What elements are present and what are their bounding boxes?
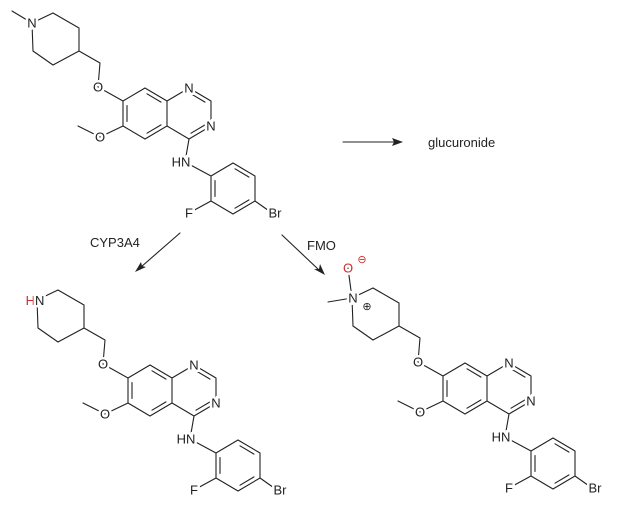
glucuronidation-arrow [342, 138, 403, 146]
fluorine: F [505, 481, 513, 496]
methoxy-oxygen: O [100, 407, 110, 422]
bromine: Br [274, 483, 288, 498]
parent-molecule: N O O N N HN F Br [11, 10, 285, 223]
n-o-bond [347, 267, 353, 299]
n3-nitrogen: N [526, 394, 535, 409]
desmethyl-molecule: HN O O N N HN F Br [23, 289, 290, 500]
bromine: Br [589, 481, 603, 496]
methyl-bond [327, 297, 353, 303]
cyp3a4-arrow [135, 232, 181, 272]
methyl-bond [11, 10, 33, 24]
n1-nitrogen: N [184, 81, 193, 96]
fluorine: F [185, 206, 193, 221]
piperidine-nh: HN [26, 293, 45, 308]
fluorine: F [190, 483, 198, 498]
ether-oxygen: O [93, 80, 103, 95]
negative-charge-icon: ⊖ [357, 254, 366, 266]
n1-nitrogen: N [189, 358, 198, 373]
ether-oxygen: O [98, 357, 108, 372]
arrowhead-icon [314, 264, 325, 275]
fmo-arrow [281, 234, 325, 275]
amine-nh: HN [492, 430, 511, 445]
positive-charge-icon: ⊕ [362, 301, 371, 313]
arrowhead-icon [135, 262, 146, 272]
ether-oxygen: O [413, 355, 423, 370]
bromine: Br [269, 206, 283, 221]
amine-nh: HN [172, 155, 191, 170]
n-oxide-molecule: O ⊖ N ⊕ O O N N HN F Br [327, 254, 605, 498]
methoxy-oxygen: O [95, 130, 105, 145]
methoxy-oxygen: O [415, 405, 425, 420]
n3-nitrogen: N [211, 396, 220, 411]
cyp3a4-label: CYP3A4 [90, 235, 140, 250]
fmo-label: FMO [307, 238, 336, 253]
amine-nh: HN [177, 432, 196, 447]
arrowhead-icon [392, 138, 403, 146]
glucuronide-label: glucuronide [428, 135, 495, 150]
n3-nitrogen: N [206, 119, 215, 134]
oxide-oxygen: O [343, 261, 353, 276]
highlight-hydrogen: H [26, 293, 35, 308]
n1-nitrogen: N [504, 356, 513, 371]
piperidine-nitrogen: N [348, 291, 357, 306]
piperidine-nitrogen: N [27, 16, 36, 31]
